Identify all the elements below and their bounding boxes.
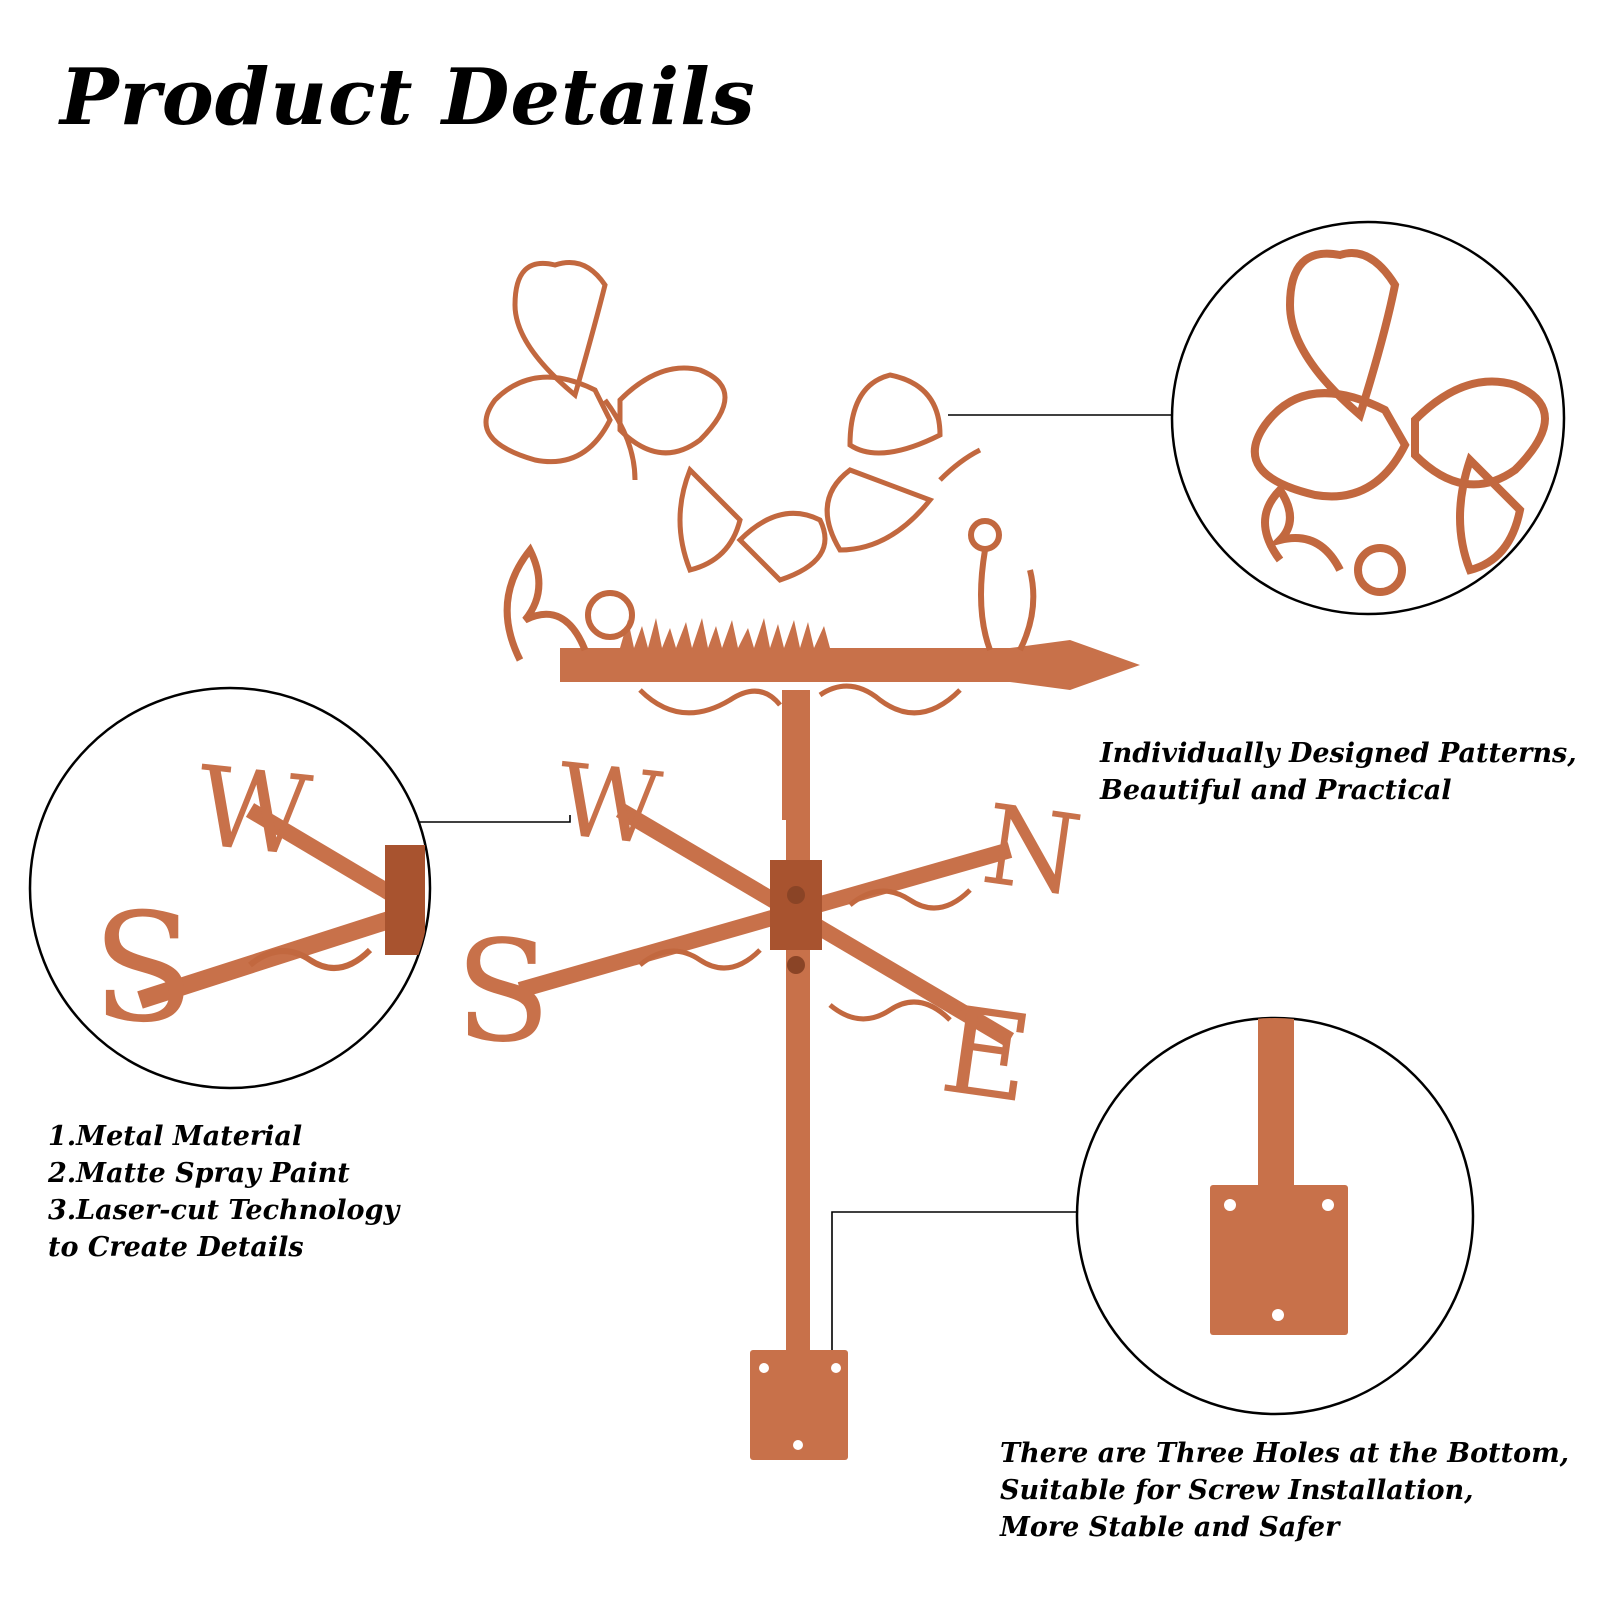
swirl-ornament [585,590,635,640]
zoom-circle-patterns [1170,220,1566,616]
zoom-circle-base [1075,1016,1475,1416]
caption-patterns: Individually Designed Patterns, Beautifu… [1100,735,1577,809]
flower-ornament [968,518,1037,652]
zoom-circle-letters: W S [28,686,432,1090]
base-hole-icon [759,1363,769,1373]
hub-bracket [770,860,822,950]
bolt-icon [787,886,805,904]
leaf-ornament [503,543,589,662]
letter-s: S [455,911,551,1074]
base-hole-icon [793,1440,803,1450]
page-title: Product Details [60,52,756,143]
callout-line-base [831,1211,1085,1385]
butterfly-small [677,465,828,583]
grass-silhouette [620,618,830,648]
letter-n: N [975,780,1088,920]
caption-line: 3.Laser-cut Technology [48,1195,400,1226]
caption-line: Individually Designed Patterns, [1100,738,1577,769]
zoom-letter-s: S [92,882,195,1056]
caption-line: More Stable and Safer [1000,1512,1340,1543]
scroll-ornament [638,688,782,716]
letter-e: E [934,981,1040,1131]
caption-material: 1.Metal Material 2.Matte Spray Paint 3.L… [48,1118,399,1266]
butterfly-large [483,260,728,481]
arm-south-north [517,842,1013,998]
zoom-letter-w: W [190,742,316,881]
vane-bar [560,648,1020,682]
callout-lines [420,414,1172,1385]
caption-line: There are Three Holes at the Bottom, [1000,1438,1570,1469]
weathervane-main: W N S E [455,260,1140,1460]
callout-line-letters [420,815,571,823]
caption-line: 1.Metal Material [48,1121,303,1152]
scroll-ornament [818,683,962,716]
scroll-ornament [638,948,762,971]
letter-w: W [552,741,667,868]
caption-line: 2.Matte Spray Paint [48,1158,350,1189]
butterfly-right [824,372,982,553]
arrow-head [1010,640,1140,690]
base-hole-icon [831,1363,841,1373]
scroll-ornament [828,999,952,1022]
caption-line: to Create Details [48,1232,304,1263]
pole-upper [782,690,810,820]
caption-holes: There are Three Holes at the Bottom, Sui… [1000,1435,1569,1546]
caption-line: Beautiful and Practical [1100,775,1452,806]
base-plate [750,1350,848,1460]
caption-line: Suitable for Screw Installation, [1000,1475,1474,1506]
scroll-ornament [848,888,972,911]
bolt-icon [787,956,805,974]
